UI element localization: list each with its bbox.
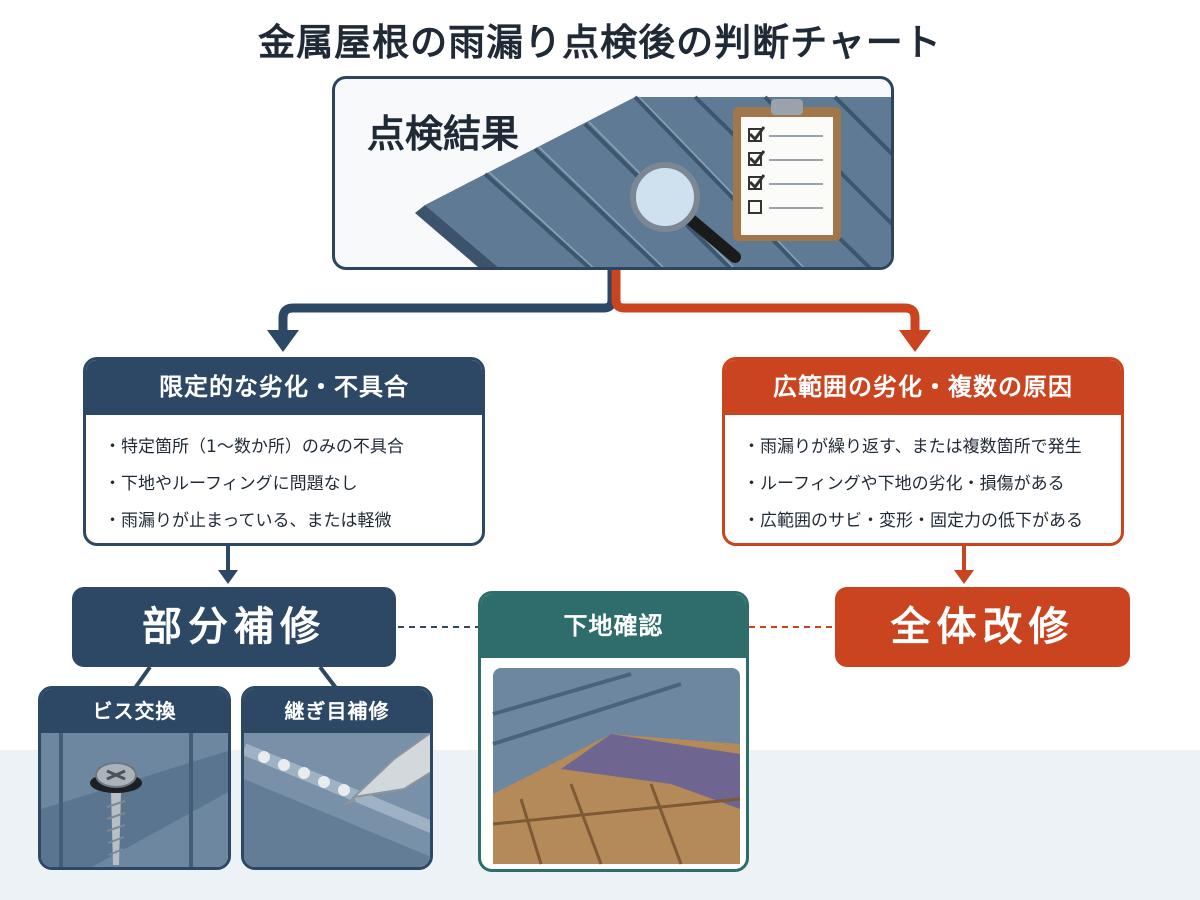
connector-to-widespread [611, 270, 920, 336]
screw-replacement-card: ビス交換 [38, 686, 231, 870]
limited-list: 特定箇所（1～数か所）のみの不具合 下地やルーフィングに問題なし 雨漏りが止まっ… [86, 415, 482, 540]
caulking-gun-icon [340, 732, 430, 807]
arrow-to-limited [267, 330, 299, 352]
full-renovation-outcome: 全体改修 [835, 587, 1130, 667]
substrate-check-label: 下地確認 [481, 594, 746, 658]
magnifier-icon [630, 162, 741, 263]
connector-to-limited [278, 270, 617, 336]
substrate-illustration [492, 668, 741, 865]
arrow-to-widespread [899, 330, 931, 352]
list-item: 雨漏りが止まっている、または軽微 [104, 503, 482, 540]
page-title: 金属屋根の雨漏り点検後の判断チャート [258, 21, 942, 64]
list-item: 下地やルーフィングに問題なし [104, 466, 482, 503]
partial-repair-outcome: 部分補修 [72, 587, 396, 667]
seam-repair-card: 継ぎ目補修 [241, 686, 433, 870]
arrow-to-full [954, 570, 974, 584]
limited-heading: 限定的な劣化・不具合 [86, 360, 482, 415]
limited-deterioration-box: 限定的な劣化・不具合 特定箇所（1～数か所）のみの不具合 下地やルーフィングに問… [83, 357, 485, 546]
list-item: 雨漏りが繰り返す、または複数箇所で発生 [743, 429, 1121, 466]
arrow-to-partial [218, 570, 238, 584]
list-item: 広範囲のサビ・変形・固定力の低下がある [743, 503, 1121, 540]
seam-repair-label: 継ぎ目補修 [244, 689, 430, 733]
substrate-check-card: 下地確認 [478, 591, 749, 872]
widespread-list: 雨漏りが繰り返す、または複数箇所で発生 ルーフィングや下地の劣化・損傷がある 広… [725, 415, 1121, 540]
widespread-deterioration-box: 広範囲の劣化・複数の原因 雨漏りが繰り返す、または複数箇所で発生 ルーフィングや… [722, 357, 1124, 546]
clipboard-icon [733, 99, 841, 241]
inspection-result-box: 点検結果 [332, 76, 894, 270]
seam-sealing-illustration [244, 689, 430, 867]
screw-replacement-label: ビス交換 [41, 689, 228, 733]
inspection-result-label: 点検結果 [367, 112, 520, 156]
screw-icon [90, 762, 142, 865]
roof-inspection-illustration [415, 95, 891, 267]
list-item: ルーフィングや下地の劣化・損傷がある [743, 466, 1121, 503]
list-item: 特定箇所（1～数か所）のみの不具合 [104, 429, 482, 466]
widespread-heading: 広範囲の劣化・複数の原因 [725, 360, 1121, 415]
